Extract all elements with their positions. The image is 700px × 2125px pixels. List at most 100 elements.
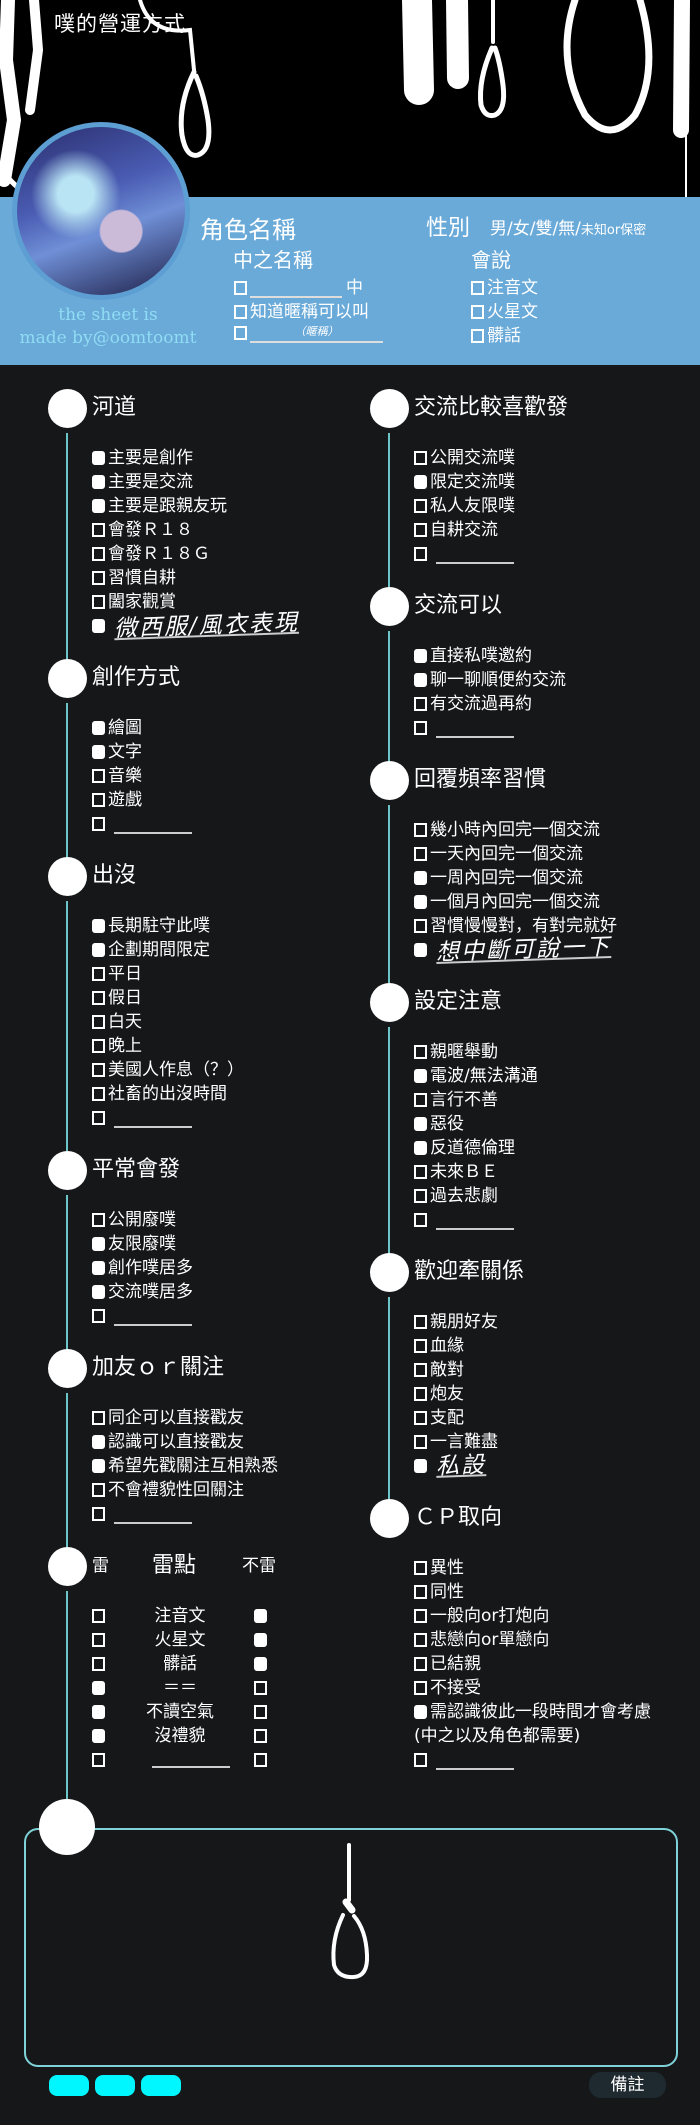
thunder-checkbox[interactable]	[92, 1657, 105, 1671]
checkbox[interactable]	[414, 943, 427, 957]
checklist-item[interactable]: 一周內回完一個交流	[414, 866, 700, 890]
checkbox[interactable]	[414, 1459, 427, 1473]
nickname-input-row[interactable]: （暱稱）	[234, 321, 383, 343]
checklist-item[interactable]	[92, 1304, 322, 1328]
checklist-item[interactable]: 異性	[414, 1556, 700, 1580]
checklist-item[interactable]: 未來ＢＥ	[414, 1160, 700, 1184]
checkbox[interactable]	[92, 619, 105, 633]
blank-line-input[interactable]	[152, 1752, 230, 1768]
speaks-option[interactable]: 火星文	[471, 297, 538, 322]
checkbox[interactable]	[414, 1609, 427, 1623]
checklist-item[interactable]: 公開廢噗	[92, 1208, 322, 1232]
checkbox[interactable]	[414, 1753, 427, 1767]
checkbox[interactable]	[414, 1705, 427, 1719]
checklist-item[interactable]: 一天內回完一個交流	[414, 842, 700, 866]
player-name-row[interactable]: 中	[234, 273, 363, 298]
checklist-item[interactable]	[414, 1748, 700, 1772]
checklist-item[interactable]: 友限廢噗	[92, 1232, 322, 1256]
checkbox[interactable]	[234, 305, 247, 319]
checklist-item[interactable]: 需認識彼此一段時間才會考慮	[414, 1700, 700, 1724]
checklist-item[interactable]: 同性	[414, 1580, 700, 1604]
checkbox[interactable]	[92, 451, 105, 465]
checklist-item[interactable]: 音樂	[92, 764, 322, 788]
checklist-item[interactable]: 敵對	[414, 1358, 700, 1382]
nickname-row[interactable]: 知道暱稱可以叫	[234, 297, 369, 322]
checkbox[interactable]	[414, 1657, 427, 1671]
thunder-checkbox[interactable]	[92, 1705, 105, 1719]
checkbox[interactable]	[92, 1285, 105, 1299]
checkbox[interactable]	[92, 571, 105, 585]
checkbox[interactable]	[414, 1165, 427, 1179]
checklist-item[interactable]: 主要是交流	[92, 470, 322, 494]
checklist-item[interactable]: 血緣	[414, 1334, 700, 1358]
checkbox[interactable]	[92, 1063, 105, 1077]
checkbox[interactable]	[92, 1039, 105, 1053]
blank-line-input[interactable]	[114, 1114, 192, 1128]
checkbox[interactable]	[92, 745, 105, 759]
checkbox[interactable]	[414, 547, 427, 561]
not-thunder-checkbox[interactable]	[254, 1633, 267, 1647]
checkbox[interactable]	[92, 967, 105, 981]
checkbox[interactable]	[92, 1411, 105, 1425]
checkbox[interactable]	[414, 697, 427, 711]
checklist-item[interactable]: 創作噗居多	[92, 1256, 322, 1280]
checkbox[interactable]	[414, 1093, 427, 1107]
checkbox[interactable]	[414, 1213, 427, 1227]
checklist-item[interactable]: 晚上	[92, 1034, 322, 1058]
checkbox[interactable]	[414, 1633, 427, 1647]
thunder-checkbox[interactable]	[92, 1681, 105, 1695]
checkbox[interactable]	[92, 943, 105, 957]
checkbox[interactable]	[92, 547, 105, 561]
checkbox[interactable]	[92, 919, 105, 933]
checkbox[interactable]	[414, 1561, 427, 1575]
checklist-item[interactable]: (中之以及角色都需要)	[414, 1724, 700, 1748]
checkbox[interactable]	[92, 817, 105, 831]
thunder-checkbox[interactable]	[92, 1633, 105, 1647]
checklist-item[interactable]: 遊戲	[92, 788, 322, 812]
checklist-item[interactable]: 主要是創作	[92, 446, 322, 470]
checkbox[interactable]	[414, 1189, 427, 1203]
checkbox[interactable]	[414, 847, 427, 861]
checklist-item[interactable]	[92, 812, 322, 836]
checklist-item[interactable]: 限定交流噗	[414, 470, 700, 494]
checklist-item[interactable]: 美國人作息（？）	[92, 1058, 322, 1082]
checklist-item[interactable]: 親暱舉動	[414, 1040, 700, 1064]
checkbox[interactable]	[92, 769, 105, 783]
checklist-item[interactable]: 認識可以直接戳友	[92, 1430, 322, 1454]
checkbox[interactable]	[92, 793, 105, 807]
checkbox[interactable]	[414, 499, 427, 513]
checklist-item[interactable]: 社畜的出沒時間	[92, 1082, 322, 1106]
thunder-checkbox[interactable]	[92, 1753, 105, 1767]
checkbox[interactable]	[92, 1261, 105, 1275]
checklist-item[interactable]: 長期駐守此噗	[92, 914, 322, 938]
checklist-item[interactable]: 平日	[92, 962, 322, 986]
not-thunder-checkbox[interactable]	[254, 1705, 267, 1719]
nickname-hint[interactable]: （暱稱）	[250, 321, 383, 343]
checkbox[interactable]	[92, 1507, 105, 1521]
checkbox[interactable]	[92, 1015, 105, 1029]
not-thunder-checkbox[interactable]	[254, 1657, 267, 1671]
color-swatch-3[interactable]	[141, 2075, 181, 2096]
checklist-item[interactable]: 主要是跟親友玩	[92, 494, 322, 518]
checklist-item[interactable]: 微西服/風衣表現	[92, 610, 322, 642]
checkbox[interactable]	[414, 1387, 427, 1401]
checklist-item[interactable]: 反道德倫理	[414, 1136, 700, 1160]
checkbox[interactable]	[92, 499, 105, 513]
speaks-option[interactable]: 注音文	[471, 273, 538, 298]
checklist-item[interactable]: 電波/無法溝通	[414, 1064, 700, 1088]
checklist-item[interactable]	[414, 542, 700, 566]
checklist-item[interactable]	[92, 1106, 322, 1130]
checkbox[interactable]	[92, 475, 105, 489]
checkbox[interactable]	[414, 673, 427, 687]
checkbox[interactable]	[414, 1681, 427, 1695]
checklist-item[interactable]: 炮友	[414, 1382, 700, 1406]
checklist-item[interactable]: 習慣慢慢對，有對完就好	[414, 914, 700, 938]
thunder-checkbox[interactable]	[92, 1729, 105, 1743]
checkbox[interactable]	[414, 871, 427, 885]
checklist-item[interactable]: 企劃期間限定	[92, 938, 322, 962]
checkbox[interactable]	[92, 1213, 105, 1227]
color-swatch-2[interactable]	[95, 2075, 135, 2096]
checklist-item[interactable]: 白天	[92, 1010, 322, 1034]
checkbox[interactable]	[92, 523, 105, 537]
checklist-item[interactable]: 悲戀向or單戀向	[414, 1628, 700, 1652]
